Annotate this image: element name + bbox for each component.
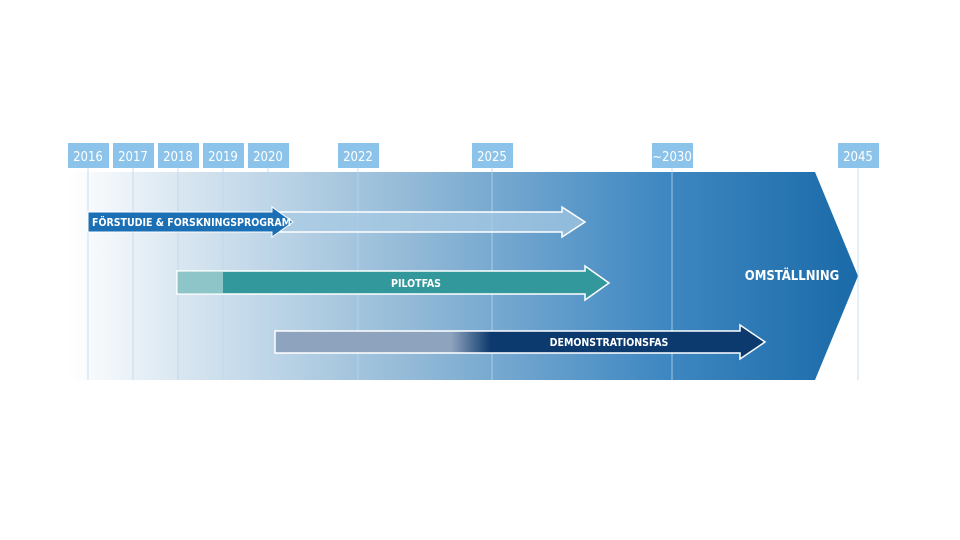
year-label: 2022	[343, 150, 373, 165]
demo-arrow	[274, 323, 767, 361]
pilot-label: PILOTFAS	[391, 278, 441, 290]
pilot-early-segment	[178, 272, 223, 293]
year-box	[838, 143, 879, 168]
year-label: 2025	[477, 150, 507, 165]
year-label: 2017	[118, 150, 148, 165]
research-arrow	[87, 206, 294, 238]
pilot-arrow	[176, 264, 611, 302]
demo-label: DEMONSTRATIONSFAS	[550, 337, 669, 349]
year-box	[203, 143, 244, 168]
research-label: FÖRSTUDIE & FORSKNINGSPROGRAM	[92, 215, 291, 229]
research-extension-arrow	[279, 205, 587, 239]
year-label: 2020	[253, 150, 283, 165]
year-box	[652, 143, 693, 168]
year-label: 2016	[73, 150, 103, 165]
year-box	[472, 143, 513, 168]
year-label: 2045	[843, 150, 873, 165]
year-box	[338, 143, 379, 168]
year-label: ~2030	[652, 150, 692, 165]
year-box	[248, 143, 289, 168]
year-box	[68, 143, 109, 168]
transition-label: OMSTÄLLNING	[745, 268, 839, 284]
year-label: 2019	[208, 150, 238, 165]
year-label: 2018	[163, 150, 193, 165]
year-box	[113, 143, 154, 168]
year-box	[158, 143, 199, 168]
year-labels: 2016 2017 2018 2019 2020 2022 2025 ~2030 2045	[68, 143, 879, 168]
